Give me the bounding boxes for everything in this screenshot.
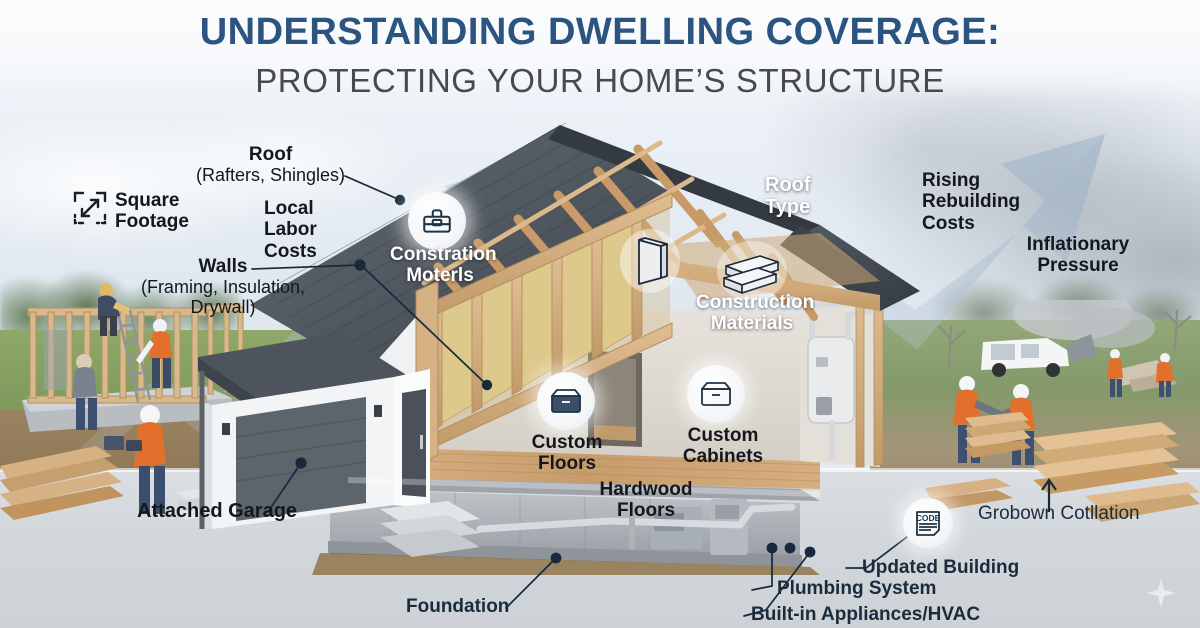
worker-on-wall bbox=[98, 283, 130, 336]
soil-strip bbox=[312, 553, 820, 575]
local-labor-line2: Labor bbox=[264, 219, 317, 241]
inflationary-line2: Pressure bbox=[1037, 255, 1119, 277]
worker-center bbox=[72, 354, 97, 430]
custom-floors-line1: Custom bbox=[531, 432, 603, 453]
label-roof: Roof (Rafters, Shingles) bbox=[196, 144, 345, 185]
roof-detail: (Rafters, Shingles) bbox=[196, 165, 346, 186]
walls-title: Walls bbox=[198, 256, 248, 277]
code-badge-text: CODE bbox=[916, 513, 941, 523]
walls-detail-line1: (Framing, Insulation, bbox=[140, 277, 306, 298]
worker-far-left-rear bbox=[1107, 349, 1123, 397]
label-walls: Walls (Framing, Insulation, Drywall) bbox=[128, 256, 318, 318]
front-door bbox=[402, 389, 426, 497]
sparkle-icon bbox=[1146, 578, 1176, 608]
lumber-bundle-large bbox=[1033, 422, 1179, 494]
drawer-box-filled-icon bbox=[537, 372, 595, 430]
construction-materials-line1: Construction bbox=[696, 292, 815, 313]
local-labor-line1: Local bbox=[264, 198, 314, 219]
bare-trees bbox=[938, 309, 1192, 371]
page-title: UNDERSTANDING DWELLING COVERAGE: bbox=[199, 11, 1001, 53]
square-footage-line2: Footage bbox=[115, 211, 189, 233]
constration-line2: Moterls bbox=[406, 265, 474, 287]
label-built-in-appliances: Built-in Appliances/HVAC bbox=[751, 604, 981, 625]
label-foundation: Foundation bbox=[406, 596, 510, 617]
constration-line1: Constration bbox=[390, 244, 497, 265]
lumber-stack-icon bbox=[717, 241, 787, 301]
door-handle bbox=[420, 435, 423, 449]
label-updated-building: Updated Building bbox=[862, 557, 1020, 578]
label-rising-rebuilding-costs: Rising Rebuilding Costs bbox=[922, 170, 1020, 234]
label-hardwood-floors: Hardwood Floors bbox=[596, 479, 696, 522]
label-inflationary-pressure: Inflationary Pressure bbox=[1026, 234, 1130, 277]
roof-title: Roof bbox=[248, 144, 293, 165]
floor-slab-edge bbox=[330, 475, 820, 501]
roof-shingles-left bbox=[250, 125, 672, 373]
rising-line2: Rebuilding bbox=[922, 191, 1021, 213]
label-attached-garage: Attached Garage bbox=[137, 500, 298, 522]
utility-van bbox=[981, 334, 1097, 377]
roof-type-line2: Type bbox=[765, 196, 811, 219]
scene-framing-construction bbox=[0, 283, 250, 520]
hardwood-floors-line1: Hardwood bbox=[599, 479, 693, 500]
worker-far-right-rear bbox=[1156, 353, 1174, 397]
worker-foreground-vest bbox=[134, 405, 166, 514]
label-custom-floors: Custom Floors bbox=[525, 432, 609, 475]
square-footage-line1: Square bbox=[115, 190, 180, 211]
lumber-bundle-mid bbox=[965, 412, 1031, 458]
label-construction-materials: Construction Materials bbox=[696, 292, 815, 335]
cutaway-house-illustration bbox=[198, 122, 920, 575]
label-growth-garbled: Grobown Cotllation bbox=[978, 503, 1140, 524]
garage-lamp-right bbox=[374, 405, 382, 417]
inflationary-line1: Inflationary bbox=[1026, 234, 1130, 255]
expand-area-icon bbox=[73, 191, 107, 225]
lumber-pile-left bbox=[0, 446, 124, 520]
label-local-labor-costs: Local Labor Costs bbox=[264, 198, 317, 262]
label-plumbing-system: Plumbing System bbox=[777, 578, 937, 599]
entry-steps bbox=[380, 501, 480, 557]
garage-lamp-left bbox=[222, 423, 230, 435]
custom-floors-line2: Floors bbox=[537, 453, 597, 475]
label-construction-materials-garbled: Constration Moterls bbox=[390, 244, 497, 287]
lumber-bundle-bottom bbox=[1085, 482, 1200, 522]
crawlspace-equipment bbox=[476, 499, 796, 555]
hardwood-floors-line2: Floors bbox=[616, 500, 676, 522]
drawer-box-outline-icon bbox=[687, 365, 745, 423]
construction-materials-line2: Materials bbox=[710, 313, 794, 335]
roof-type-line1: Roof bbox=[765, 174, 811, 196]
rising-line3: Costs bbox=[922, 212, 975, 234]
custom-cabinets-line2: Cabinets bbox=[682, 446, 764, 468]
custom-cabinets-line1: Custom bbox=[687, 425, 759, 446]
toolbox-icon bbox=[408, 192, 466, 250]
worker-with-orange-vest-right bbox=[136, 319, 172, 388]
title-band: UNDERSTANDING DWELLING COVERAGE: PROTECT… bbox=[0, 0, 1200, 100]
lumber-plank-icon bbox=[620, 229, 680, 293]
walls-detail-line2: Drywall) bbox=[190, 297, 256, 318]
page-subtitle: PROTECTING YOUR HOME’S STRUCTURE bbox=[255, 62, 945, 99]
rising-line1: Rising bbox=[922, 170, 981, 191]
label-square-footage: Square Footage bbox=[115, 190, 189, 233]
label-roof-type: Roof Type bbox=[765, 174, 811, 219]
label-custom-cabinets: Custom Cabinets bbox=[673, 425, 773, 468]
code-document-icon: CODE bbox=[903, 498, 953, 548]
local-labor-line3: Costs bbox=[264, 240, 317, 262]
